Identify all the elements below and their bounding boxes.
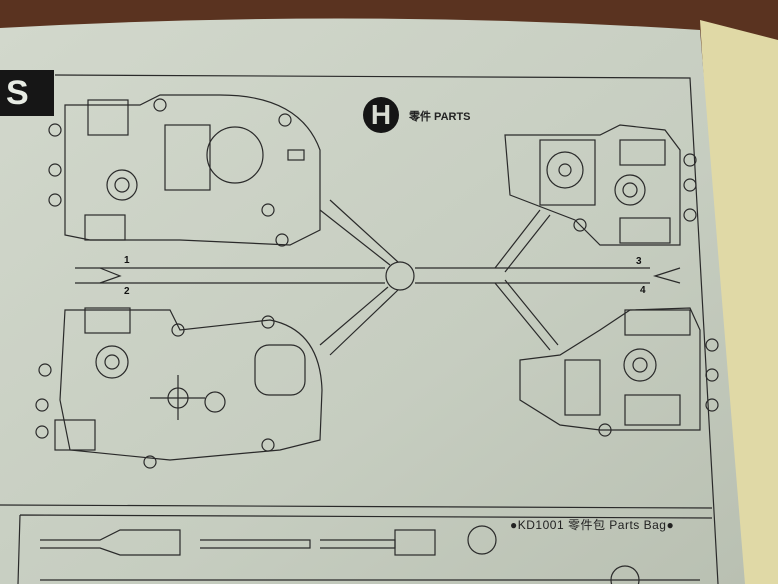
page-border bbox=[54, 74, 719, 584]
runner-number-2: 2 bbox=[124, 286, 130, 297]
runner-number-1: 1 bbox=[124, 255, 130, 266]
section-tab: S bbox=[0, 70, 54, 116]
runner-number-4: 4 bbox=[640, 285, 646, 296]
parts-title: 零件 PARTS bbox=[409, 111, 471, 123]
runner-number-3: 3 bbox=[636, 256, 642, 267]
parts-bag-label: ●KD1001 零件包 Parts Bag● bbox=[510, 518, 675, 532]
parts-badge-h: H bbox=[363, 97, 399, 133]
page-sheet bbox=[0, 18, 745, 584]
